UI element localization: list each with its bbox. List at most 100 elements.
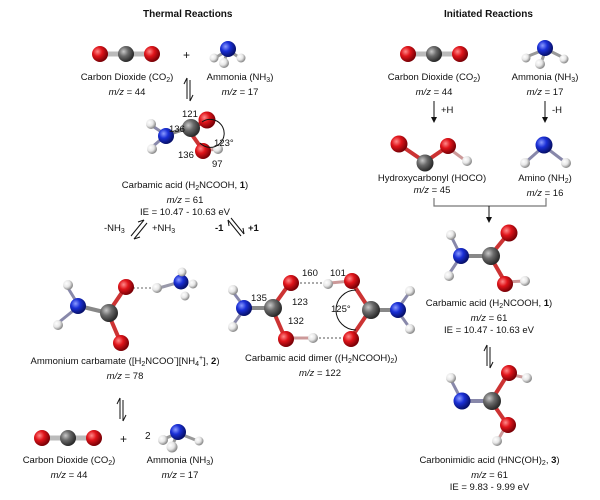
close-paren: ) (568, 173, 572, 184)
close-paren: ) (477, 72, 481, 83)
heading-thermal-reactions: Thermal Reactions (143, 9, 233, 20)
close-paren: ) (245, 180, 249, 191)
mz-label: m/z (161, 470, 177, 481)
ammonium-carbamate-molecule (53, 267, 198, 351)
subscript: 2 (195, 185, 200, 192)
close-paren: ) (575, 72, 579, 83)
label-plus-1: +1 (248, 223, 259, 234)
superscript: + (199, 355, 204, 362)
dimer-angle: 125° (331, 304, 351, 315)
carbamic-acid-molecule-thermal (146, 111, 225, 159)
label-carbonimidic-acid: Carbonimidic acid (HNC(OH)2, 3) m/z = 61… (412, 455, 567, 494)
amino-molecule (520, 136, 571, 168)
name-text: Hydroxycarbonyl (HOCO) (377, 173, 487, 184)
equilibrium-arrow-ammonium-to-co2-nh3 (116, 397, 127, 422)
name-text: Carbon Dioxide (CO (387, 72, 474, 83)
subscript: 2 (390, 358, 395, 365)
label-carbamic-acid-initiated: Carbamic acid (H2NCOOH, 1) m/z = 61 IE =… (414, 298, 564, 337)
label-plus-h: +H (441, 105, 454, 116)
label-co2-thermal-top: Carbon Dioxide (CO2) m/z = 44 (72, 72, 182, 99)
name-text: NCOOH, (503, 298, 544, 309)
nh3-molecule-thermal-bottom (158, 424, 204, 453)
bond-length-coh: 136 (178, 150, 194, 161)
label-nh3-thermal-bottom: Ammonia (NH3) m/z = 17 (140, 455, 220, 482)
name-text: , (545, 455, 552, 466)
label-co2-initiated: Carbon Dioxide (CO2) m/z = 44 (379, 72, 489, 99)
subscript: 3 (206, 460, 211, 467)
close-paren: ) (210, 455, 214, 466)
name-text: NCOOH, (199, 180, 240, 191)
name-text: Ammonium carbamate ([H (30, 356, 142, 367)
co2-molecule-initiated (400, 46, 468, 62)
mz-value: = 17 (176, 470, 199, 481)
mz-value: = 78 (121, 371, 144, 382)
superscript: - (173, 355, 177, 362)
mz-value: = 16 (541, 188, 564, 199)
mz-value: = 61 (486, 470, 508, 481)
compound-number: 2 (211, 356, 217, 367)
dimer-coh-length: 132 (288, 316, 304, 327)
mz-label: m/z (415, 87, 431, 98)
subscript: 2 (499, 303, 504, 310)
dimer-oh-length: 101 (330, 268, 346, 279)
mz-label: m/z (50, 470, 66, 481)
mz-value: = 45 (428, 185, 451, 196)
close-paren: ) (216, 356, 220, 367)
compound-number: 1 (543, 298, 550, 309)
mz-value: = 61 (181, 195, 204, 206)
label-amino: Amino (NH2) m/z = 16 (510, 173, 580, 200)
mz-label: m/z (471, 470, 487, 481)
heading-initiated-reactions: Initiated Reactions (444, 9, 533, 20)
close-paren: ) (556, 455, 560, 466)
label-ammonium-carbamate: Ammonium carbamate ([H2NCOO-][NH4+], 2) … (30, 353, 220, 383)
name-text: Carbon Dioxide (CO (80, 72, 167, 83)
label-carbamic-acid-dimer: Carbamic acid dimer ((H2NCOOH)2) m/z = 1… (245, 353, 397, 380)
subscript: 2 (564, 178, 569, 185)
name-text: Ammonia (NH (206, 72, 267, 83)
close-paren: ) (170, 72, 174, 83)
subscript: 3 (266, 77, 271, 84)
name-text: Carbamic acid (H (425, 298, 500, 309)
close-paren: ) (270, 72, 274, 83)
plus-sign-bottom: + (120, 432, 128, 446)
co2-molecule-thermal-top (92, 46, 160, 62)
ionization-energy: IE = 10.47 - 10.63 eV (139, 207, 231, 218)
mz-label: m/z (106, 371, 122, 382)
label-minus-1: -1 (215, 223, 224, 234)
mz-value: = 44 (430, 87, 453, 98)
dimer-hbond-length: 160 (302, 268, 318, 279)
nh3-coefficient: 2 (145, 431, 151, 442)
name-text: NCOOH) (351, 353, 391, 364)
name-text: Ammonia (NH (511, 72, 572, 83)
subscript: 2 (541, 460, 546, 467)
ionization-energy: IE = 10.47 - 10.63 eV (443, 325, 535, 336)
dimer-cn-length: 135 (251, 293, 267, 304)
name-text: ][NH (176, 356, 196, 367)
mz-label: m/z (166, 195, 182, 206)
co2-molecule-thermal-bottom (34, 430, 102, 446)
carbamic-acid-molecule-initiated (444, 224, 530, 292)
close-paren: ) (549, 298, 553, 309)
subscript: 2 (347, 358, 352, 365)
carbamic-acid-dimer-molecule (228, 273, 415, 347)
label-carbamic-acid-thermal: Carbamic acid (H2NCOOH, 1) m/z = 61 IE =… (110, 180, 260, 219)
combination-bracket-arrow (433, 198, 547, 223)
subscript: 2 (473, 77, 478, 84)
name-text: NCOO (145, 356, 174, 367)
mz-label: m/z (526, 87, 542, 98)
mz-label: m/z (470, 313, 486, 324)
bond-angle-oco: 123° (214, 138, 234, 149)
bond-length-cn: 136 (169, 124, 185, 135)
equilibrium-arrow-co2-nh3-to-carbamic (183, 77, 194, 102)
subscript: 3 (171, 228, 176, 235)
subscript: 3 (120, 228, 125, 235)
name-text: ], (203, 356, 212, 367)
mz-label: m/z (526, 188, 542, 199)
equilibrium-arrow-carbamic-to-dimer (227, 217, 245, 237)
name-text: Amino (NH (518, 173, 565, 184)
mz-label: m/z (221, 87, 237, 98)
mz-label: m/z (413, 185, 429, 196)
label-nh3-initiated: Ammonia (NH3) m/z = 17 (505, 72, 585, 99)
subscript: 2 (108, 460, 113, 467)
